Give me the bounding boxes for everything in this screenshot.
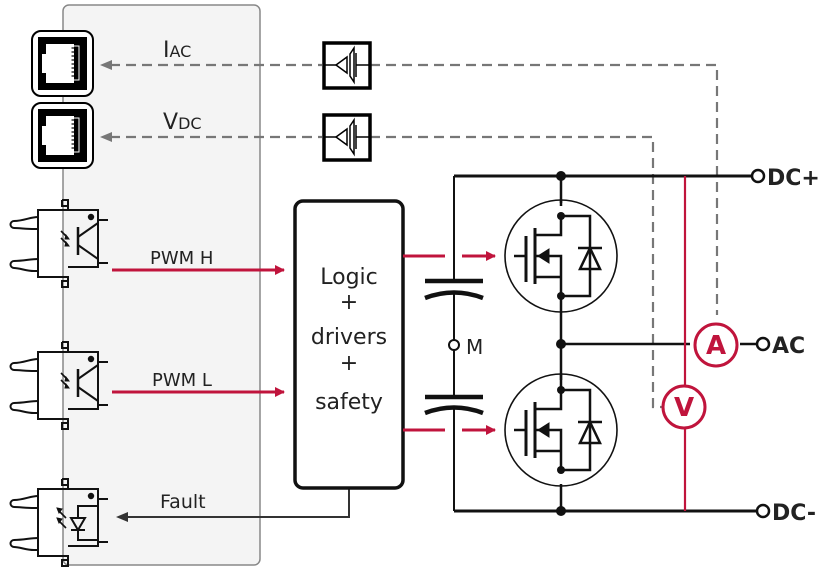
junction-dot	[556, 506, 566, 516]
mosfet-high-side-icon	[504, 199, 618, 313]
vdc-feedback-line	[110, 135, 664, 409]
logic-block-line: +	[340, 351, 358, 376]
dc-plus-label: DC+	[767, 166, 820, 191]
logic-block-line: safety	[315, 390, 383, 415]
midpoint-terminal	[448, 339, 460, 351]
fault-signal-line	[128, 488, 350, 518]
iac-feedback-line	[110, 63, 719, 315]
vdc-arrow-head	[100, 132, 112, 142]
optocoupler-pwm-l-icon	[9, 341, 108, 430]
ammeter-icon: A	[693, 322, 739, 368]
voltmeter-icon: V	[661, 384, 707, 430]
ammeter-icon-label: A	[706, 331, 726, 361]
dc-minus-terminal	[755, 503, 771, 519]
rj45-port-icon	[31, 30, 94, 97]
pwm-l-label: PWM L	[152, 370, 212, 391]
fault-arrow-head	[116, 512, 128, 522]
optocoupler-pwm-h-icon	[9, 199, 108, 288]
midpoint-label: M	[466, 335, 483, 359]
iac-label: IAC	[163, 38, 191, 63]
logic-block	[293, 199, 405, 490]
optocoupler-fault-icon	[9, 478, 108, 567]
junction-dot	[556, 339, 566, 349]
logic-block-line: Logic	[320, 265, 378, 290]
capacitor-icon	[424, 394, 484, 416]
rj45-port-icon	[31, 102, 94, 169]
fault-label: Fault	[160, 491, 206, 513]
junction-dot	[556, 171, 566, 181]
iac-arrow-head	[100, 60, 112, 70]
ac-terminal	[755, 336, 771, 352]
isolated-amplifier-icon	[322, 41, 372, 90]
voltmeter-icon-label: V	[674, 393, 694, 423]
pwm-h-label: PWM H	[150, 248, 213, 269]
capacitor-icon	[424, 278, 484, 301]
vdc-label: VDC	[163, 110, 202, 135]
ac-label: AC	[772, 334, 805, 359]
isolated-amplifier-icon	[322, 113, 372, 162]
logic-block-line: +	[340, 290, 358, 315]
logic-block-line: drivers	[311, 325, 387, 350]
mosfet-low-side-icon	[504, 373, 618, 487]
dc-minus-label: DC-	[772, 501, 816, 526]
dc-plus-terminal	[750, 168, 766, 184]
